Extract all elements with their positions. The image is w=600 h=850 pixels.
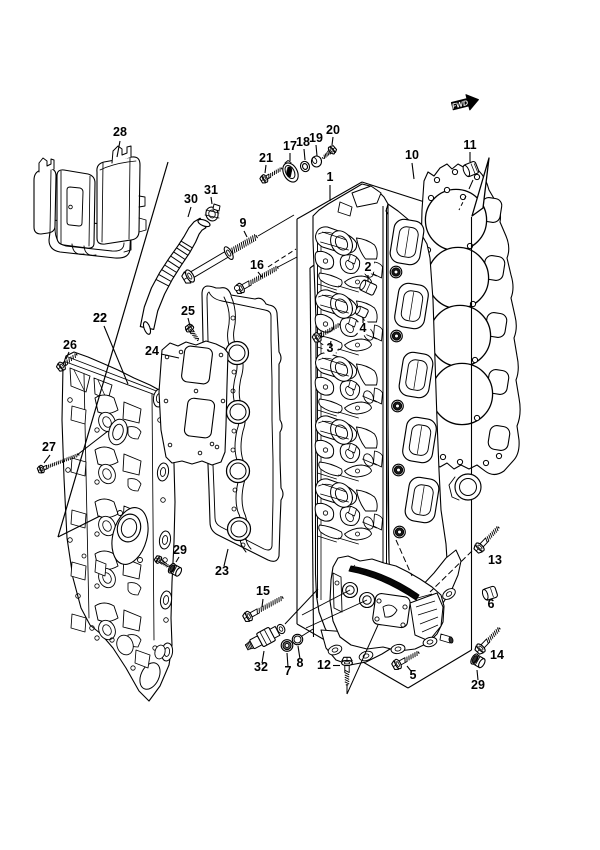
svg-text:18: 18	[296, 135, 310, 149]
svg-text:23: 23	[215, 564, 229, 578]
svg-text:8: 8	[297, 656, 304, 670]
svg-text:30: 30	[184, 192, 198, 206]
svg-text:20: 20	[326, 123, 340, 137]
svg-text:24: 24	[145, 344, 159, 358]
svg-text:13: 13	[488, 553, 502, 567]
svg-text:7: 7	[285, 664, 292, 678]
svg-text:16: 16	[250, 258, 264, 272]
svg-text:29: 29	[471, 678, 485, 692]
svg-text:4: 4	[360, 321, 367, 335]
svg-text:21: 21	[259, 151, 273, 165]
svg-text:FWD: FWD	[451, 98, 469, 111]
svg-text:6: 6	[488, 597, 495, 611]
svg-text:22: 22	[93, 311, 107, 325]
svg-text:31: 31	[204, 183, 218, 197]
svg-text:1: 1	[327, 170, 334, 184]
svg-text:25: 25	[181, 304, 195, 318]
svg-text:22: 22	[93, 311, 107, 325]
svg-text:26: 26	[63, 338, 77, 352]
svg-text:3: 3	[327, 341, 334, 355]
svg-text:9: 9	[240, 216, 247, 230]
svg-text:12: 12	[317, 658, 331, 672]
svg-text:19: 19	[309, 131, 323, 145]
svg-text:32: 32	[254, 660, 268, 674]
svg-text:11: 11	[463, 138, 476, 152]
svg-text:2: 2	[365, 260, 372, 274]
svg-text:29: 29	[173, 543, 187, 557]
svg-text:27: 27	[42, 440, 56, 454]
svg-text:14: 14	[490, 648, 504, 662]
svg-text:5: 5	[410, 668, 417, 682]
svg-text:28: 28	[113, 125, 127, 139]
svg-text:17: 17	[283, 139, 297, 153]
svg-text:10: 10	[405, 148, 419, 162]
svg-text:15: 15	[256, 584, 270, 598]
